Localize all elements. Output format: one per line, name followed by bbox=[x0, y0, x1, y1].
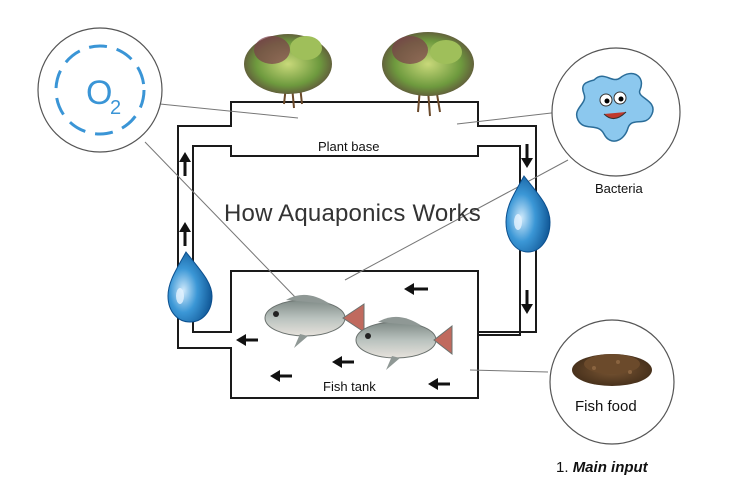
fish-food-icon bbox=[549, 319, 675, 445]
arrow-icon-down-2 bbox=[521, 290, 533, 314]
inner-pipe bbox=[192, 145, 521, 336]
arrow-icon-left-2 bbox=[236, 334, 258, 346]
footnote-text: Main input bbox=[572, 459, 648, 476]
fish-icon-right bbox=[355, 316, 453, 370]
arrow-icon-up-1 bbox=[179, 152, 191, 176]
plant-icon-left bbox=[244, 34, 332, 109]
diagram-title: How Aquaponics Works bbox=[224, 200, 482, 227]
footnote-number: 1. bbox=[556, 459, 569, 476]
plant-base-label: Plant base bbox=[318, 139, 380, 154]
water-drop-icon-left bbox=[167, 251, 213, 323]
oxygen-subscript: 2 bbox=[110, 97, 121, 119]
main-input-footnote: 1. Main input bbox=[556, 459, 648, 476]
arrow-icon-down-1 bbox=[521, 144, 533, 168]
bacteria-icon bbox=[551, 47, 681, 177]
arrow-icon-left-3 bbox=[332, 356, 354, 368]
arrow-icon-up-2 bbox=[179, 222, 191, 246]
bacteria-label: Bacteria bbox=[595, 181, 643, 196]
water-drop-icon-right bbox=[505, 175, 551, 253]
arrow-icon-left-4 bbox=[270, 370, 292, 382]
fish-icon-left bbox=[264, 294, 365, 348]
arrow-icon-left-5 bbox=[428, 378, 450, 390]
plant-icon-right bbox=[382, 32, 474, 117]
fish-food-label: Fish food bbox=[575, 398, 637, 415]
arrow-icon-left-1 bbox=[404, 283, 428, 295]
callout-lines bbox=[144, 103, 569, 373]
fish-tank-label: Fish tank bbox=[323, 379, 376, 394]
outer-pipe bbox=[177, 101, 537, 399]
pipe-system bbox=[177, 101, 537, 399]
oxygen-symbol: O bbox=[86, 74, 112, 112]
oxygen-icon: O 2 bbox=[37, 27, 163, 153]
flow-arrows bbox=[179, 144, 533, 390]
